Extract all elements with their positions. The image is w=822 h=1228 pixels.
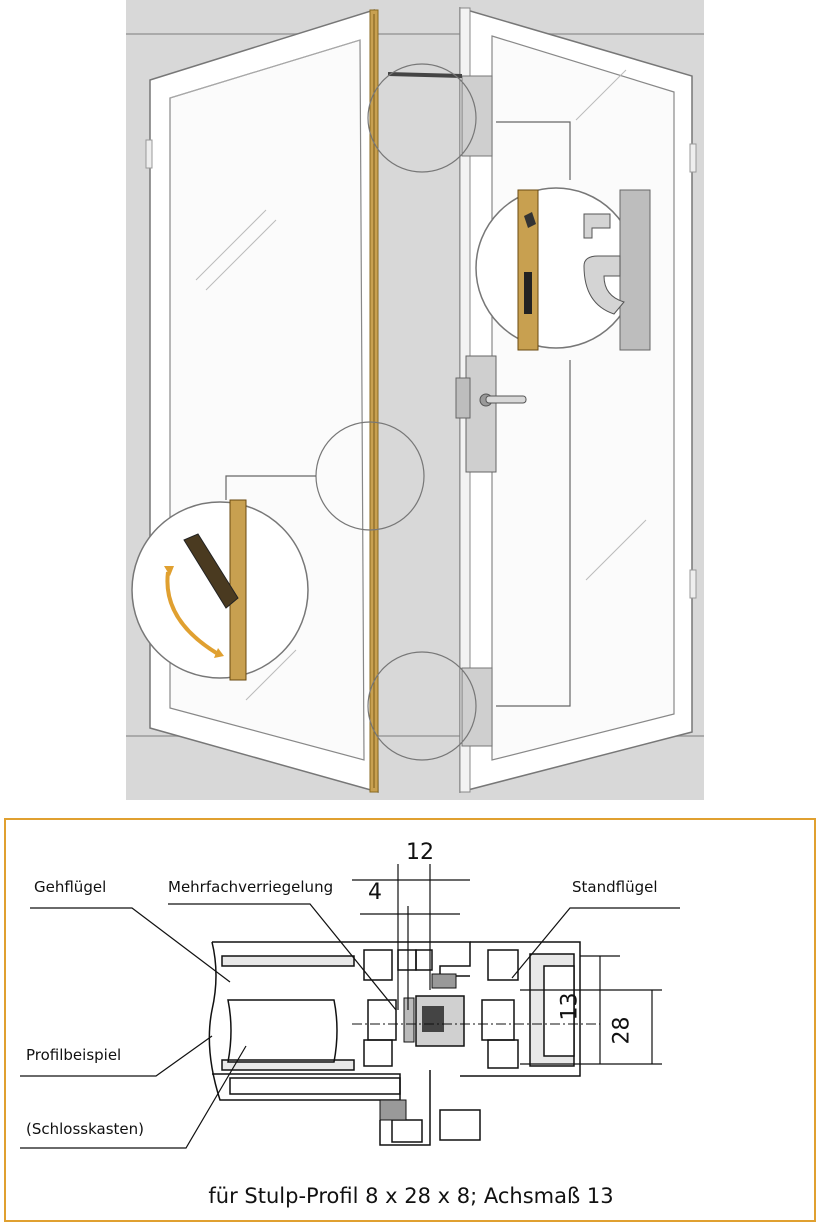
dimension-12: 12 xyxy=(406,840,434,865)
left-sash-profile xyxy=(208,941,471,1101)
dimension-13: 13 xyxy=(557,992,583,1021)
right-sash-profile xyxy=(379,941,581,1146)
dimension-28: 28 xyxy=(609,1016,635,1045)
label-profilbeispiel: Profilbeispiel xyxy=(26,1046,122,1064)
lock-core xyxy=(379,973,465,1121)
label-mehrfachverriegelung: Mehrfachverriegelung xyxy=(168,878,334,896)
label-schlosskasten: (Schlosskasten) xyxy=(26,1120,145,1138)
label-gehfluegel: Gehflügel xyxy=(34,878,107,896)
dimension-4: 4 xyxy=(368,880,382,905)
detail-circle-pin xyxy=(131,499,309,681)
detail-circle-hooks xyxy=(475,187,651,351)
leader-lines xyxy=(20,903,680,1149)
diagram-caption: für Stulp-Profil 8 x 28 x 8; Achsmaß 13 xyxy=(208,1184,614,1208)
technical-diagram-frame xyxy=(4,818,816,1222)
door-illustration xyxy=(126,0,704,800)
label-standfluegel: Standflügel xyxy=(572,878,658,896)
dimension-lines xyxy=(352,864,662,1065)
